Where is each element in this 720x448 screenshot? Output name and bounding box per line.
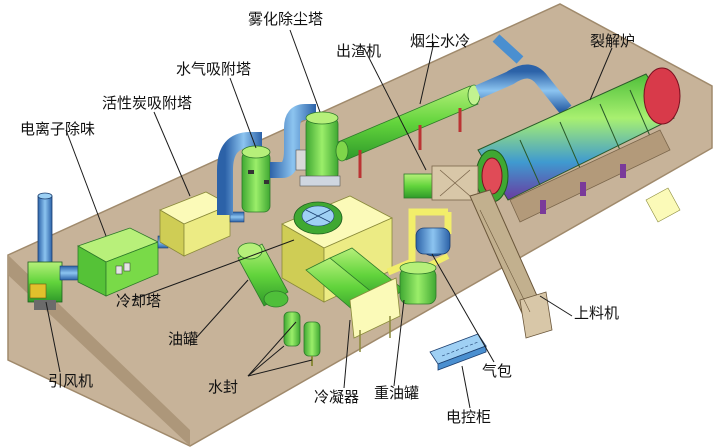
leader-diankong [461, 365, 471, 409]
label-spray-dust-tower: 雾化除尘塔 [248, 10, 324, 28]
ion-deodorizer-icon [59, 227, 159, 297]
label-slag-discharger: 出渣机 [336, 42, 382, 60]
leader-liejie [589, 47, 613, 101]
leader-yougua [195, 279, 249, 339]
leader-shuifeng-2 [247, 321, 297, 377]
label-control-cabinet: 电控柜 [446, 408, 492, 426]
leader-shangliao [539, 295, 573, 317]
leader-huoxingtan [153, 111, 191, 197]
label-activated-carbon-tower: 活性炭吸附塔 [102, 94, 193, 112]
condenser-icon [305, 247, 405, 352]
feeder-conveyor-icon [469, 189, 553, 339]
slag-discharger-icon [403, 165, 479, 201]
leader-lengning [343, 319, 351, 389]
leader-lines [45, 29, 613, 409]
label-cooling-tower: 冷却塔 [116, 292, 162, 310]
label-gas-drum: 气包 [482, 362, 513, 380]
leader-shuifeng-1 [247, 345, 285, 377]
control-cabinet-icon [429, 333, 487, 371]
pyrolysis-reactor-icon [475, 67, 681, 223]
leader-zhongyou [393, 299, 405, 387]
leader-shuiqi [229, 77, 257, 149]
spray-dust-tower-icon [270, 104, 341, 187]
label-heavy-oil-tank: 重油罐 [374, 384, 420, 402]
label-water-vapor-tower: 水气吸附塔 [176, 60, 252, 78]
leader-yinfeng [45, 301, 61, 373]
label-feeder-conveyor: 上料机 [574, 304, 620, 322]
leader-lengque [131, 239, 295, 301]
oil-tank-icon [237, 242, 289, 308]
label-pyrolysis-reactor: 裂解炉 [590, 32, 636, 50]
leader-wuhua [289, 29, 321, 113]
label-oil-tank: 油罐 [168, 330, 199, 348]
activated-carbon-tower-icon [157, 191, 245, 257]
flue-water-cooler-icon [335, 34, 572, 178]
leader-shuifeng-3 [247, 359, 313, 377]
leader-qibao [431, 253, 495, 363]
water-seal-icon [283, 311, 321, 366]
label-induced-draft-fan: 引风机 [48, 372, 94, 390]
label-flue-water-cooler: 烟尘水冷 [410, 32, 471, 50]
label-ion-deodorizer: 电离子除味 [20, 120, 96, 138]
label-water-seal: 水封 [208, 378, 239, 396]
leader-yanchen [419, 41, 435, 105]
water-vapor-tower-icon [217, 132, 271, 215]
gas-drum-icon [415, 227, 451, 255]
leader-dianlizi [65, 129, 107, 237]
label-condenser: 冷凝器 [314, 388, 360, 406]
induced-draft-fan-icon [27, 192, 63, 310]
leader-chuzha [363, 47, 427, 171]
